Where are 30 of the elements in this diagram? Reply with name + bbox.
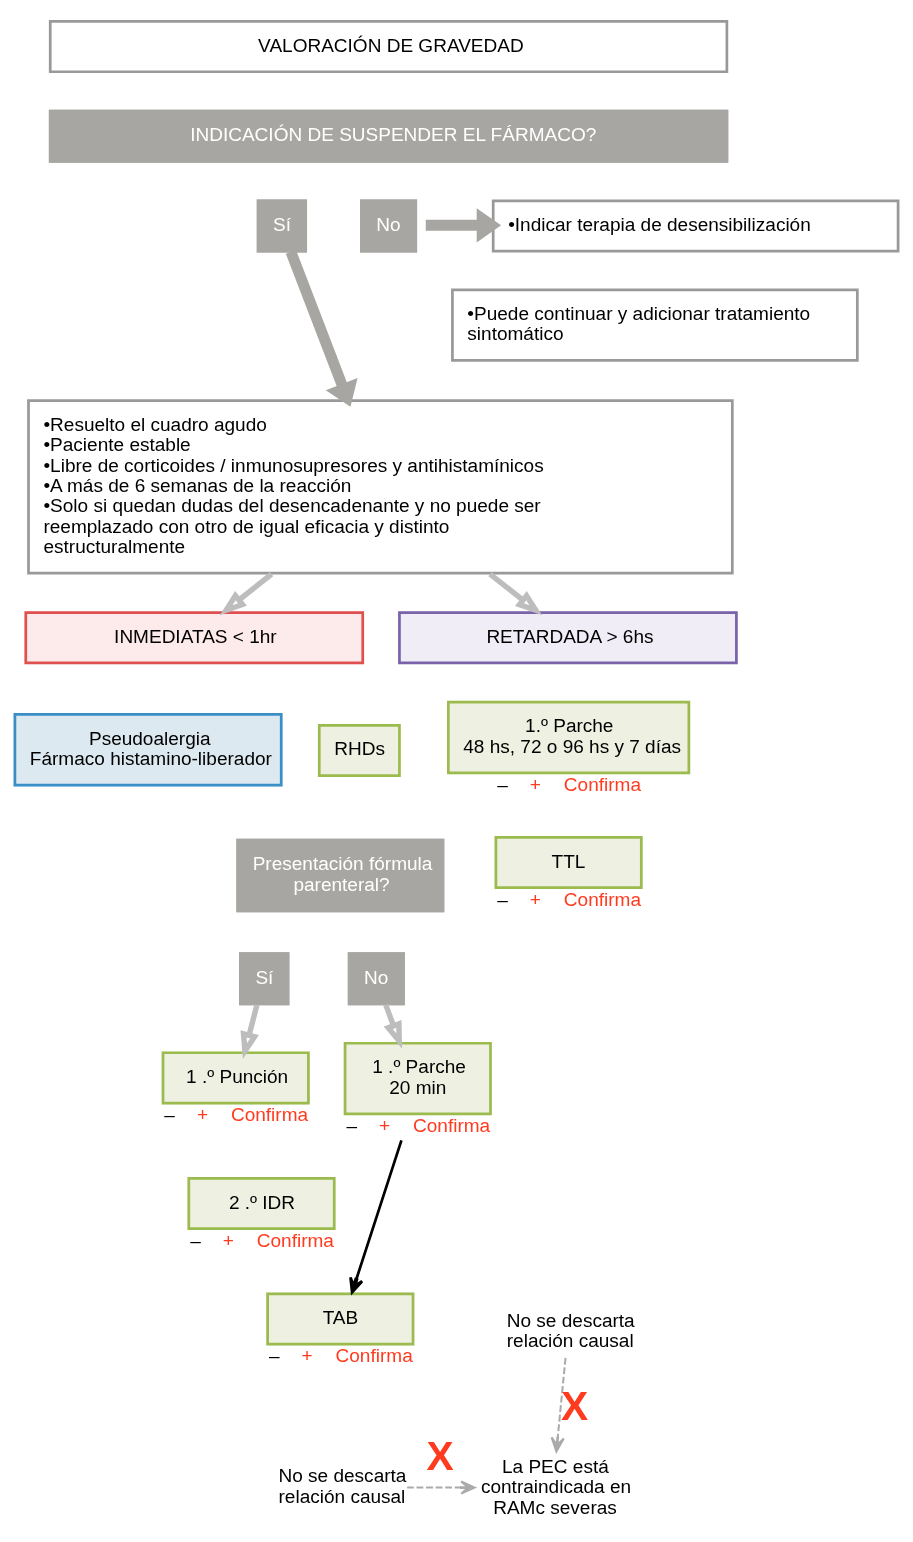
node-label: Confirma <box>413 1114 491 1136</box>
node-label: + <box>222 1229 234 1251</box>
arrow <box>240 1003 260 1059</box>
arrow <box>383 1003 403 1049</box>
node-label: – <box>268 1344 280 1366</box>
node-label: Confirma <box>563 888 641 910</box>
edge-label: X <box>426 1432 454 1479</box>
node-label: Confirma <box>563 773 641 795</box>
arrow <box>349 1139 403 1294</box>
edge-label: X <box>561 1382 589 1429</box>
arrow <box>407 1479 476 1495</box>
node-label: – <box>190 1229 201 1251</box>
node-text: No se descarta relación causal <box>506 1309 635 1351</box>
node-label: + <box>196 1103 209 1125</box>
node-label: – <box>497 888 508 910</box>
node-label: – <box>164 1103 175 1125</box>
node-label: Confirma <box>256 1229 334 1251</box>
arrow <box>550 1357 567 1452</box>
arrow <box>425 207 502 242</box>
node-label: Confirma <box>335 1344 413 1366</box>
node-label: + <box>529 773 541 795</box>
node-label: – <box>346 1114 358 1136</box>
node-label: Confirma <box>230 1103 309 1125</box>
node-text: La PEC está contraindicada en RAMc severas <box>480 1455 632 1518</box>
node-label: – <box>497 773 508 795</box>
node-text: No se descarta relación causal <box>278 1464 407 1507</box>
node-label: + <box>301 1344 313 1366</box>
arrow <box>285 249 358 407</box>
node-label: + <box>529 888 541 910</box>
node-label: + <box>379 1114 391 1136</box>
